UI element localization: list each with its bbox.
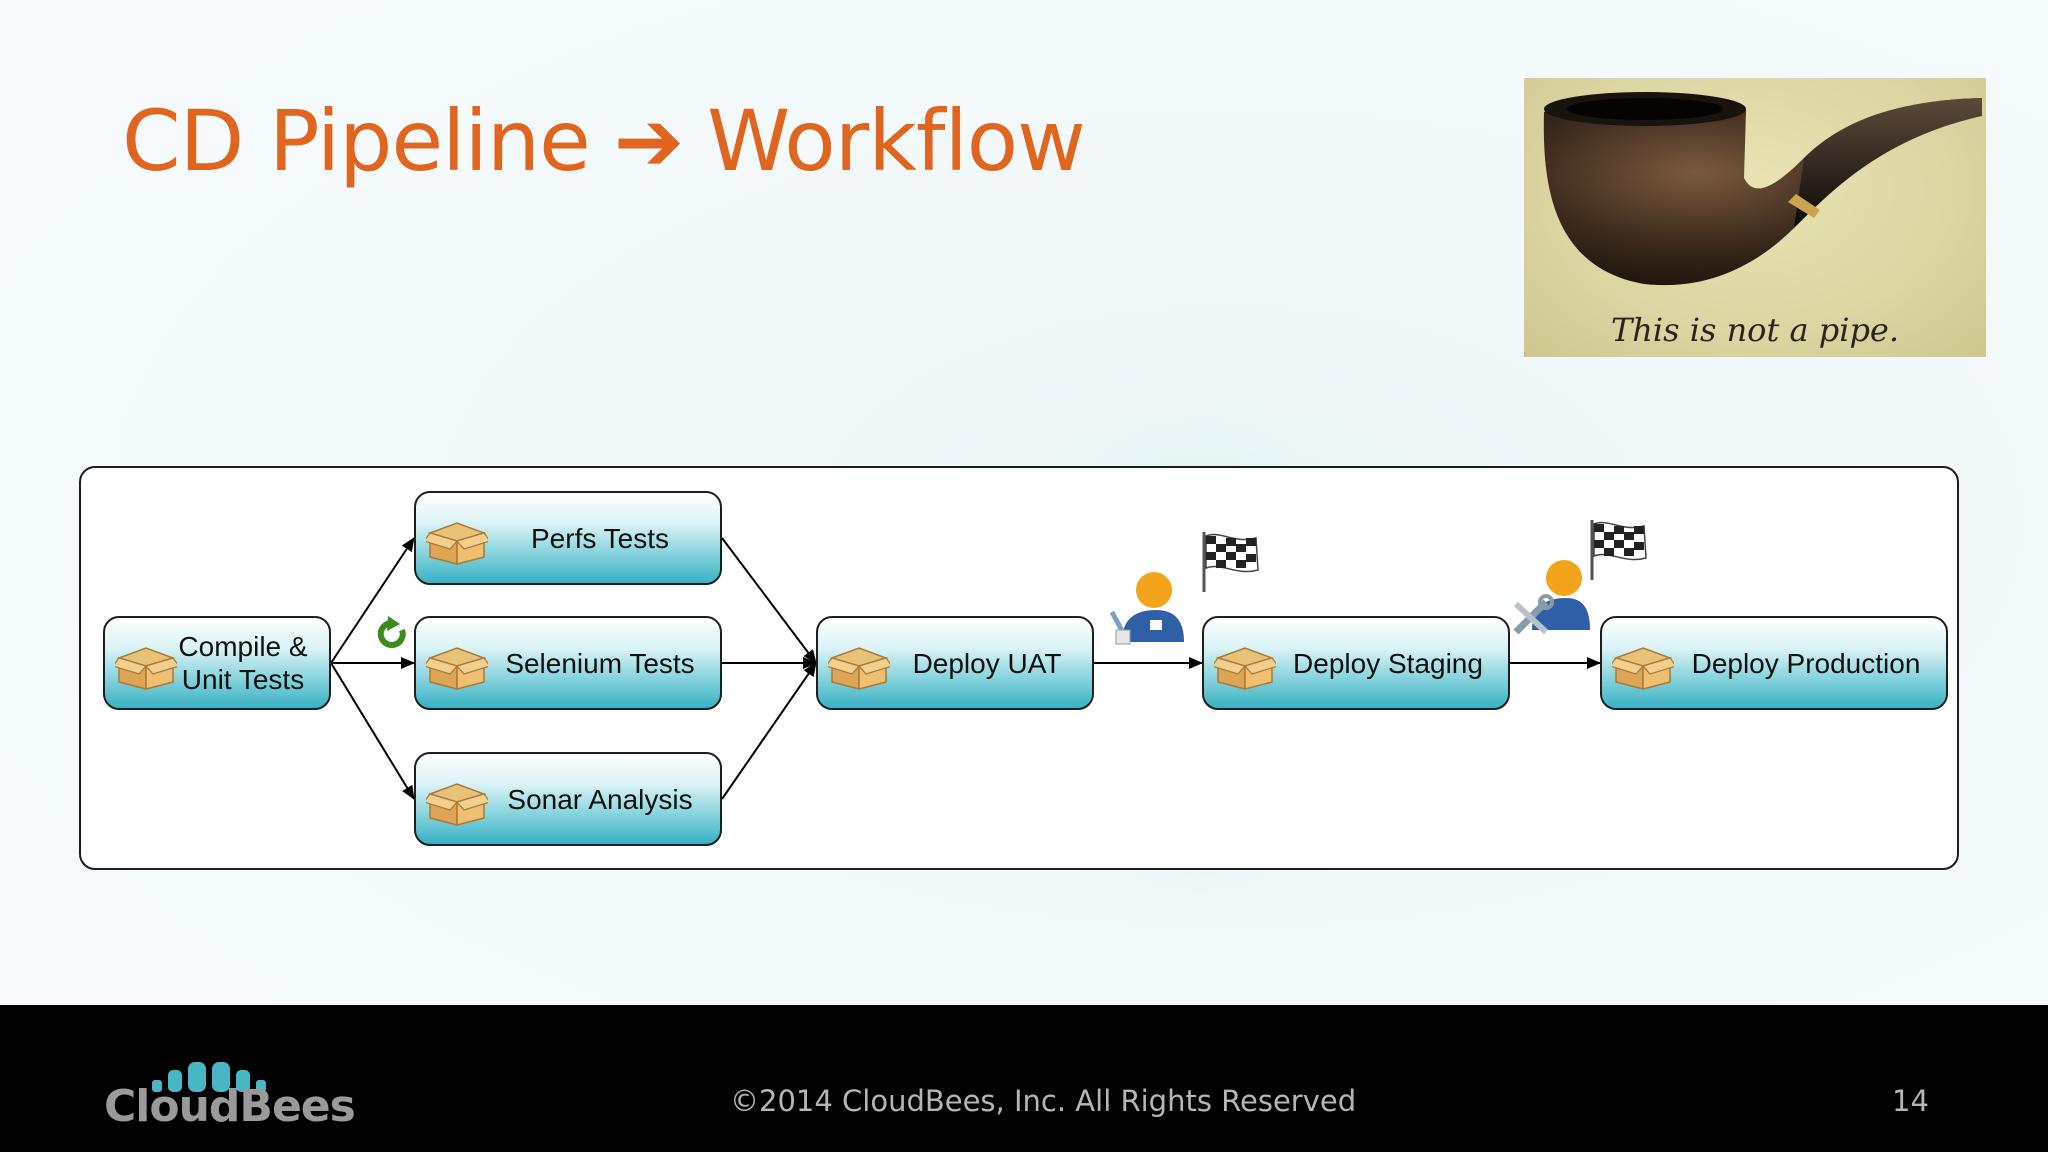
checkered-flag-icon <box>1202 532 1259 592</box>
pipeline-node-label: Deploy Staging <box>1293 647 1483 679</box>
edge-sonar-to-uat <box>721 662 817 800</box>
edge-compile-to-perfs <box>330 537 415 664</box>
title-arrow-icon: ➔ <box>613 92 684 190</box>
pipeline-node-label: Perfs Tests <box>531 522 669 554</box>
title-left: CD Pipeline <box>122 92 591 190</box>
slide-title: CD Pipeline➔Workflow <box>122 92 1086 190</box>
pipeline-node-staging[interactable]: Deploy Staging <box>1202 616 1510 710</box>
package-box-icon <box>825 644 893 690</box>
footer-bar <box>0 1005 2048 1152</box>
pipeline-node-label: Compile & Unit Tests <box>178 631 308 695</box>
pipeline-node-label: Deploy UAT <box>912 647 1062 679</box>
pipeline-node-sonar[interactable]: Sonar Analysis <box>414 752 722 846</box>
package-box-icon <box>1211 644 1279 690</box>
pipeline-node-label: Sonar Analysis <box>507 783 693 815</box>
approver-icon <box>1109 572 1184 645</box>
copyright-text: ©2014 CloudBees, Inc. All Rights Reserve… <box>730 1084 1357 1118</box>
pipeline-node-production[interactable]: Deploy Production <box>1600 616 1948 710</box>
pipeline-node-perfs[interactable]: Perfs Tests <box>414 491 722 585</box>
cloudbees-logo-icon <box>152 1062 266 1092</box>
page-number: 14 <box>1892 1084 1929 1118</box>
pipeline-node-label: Deploy Production <box>1691 647 1921 679</box>
pipeline-node-label: Selenium Tests <box>505 647 695 679</box>
package-box-icon <box>423 519 491 565</box>
pipe-caption: This is not a pipe. <box>1610 311 1900 349</box>
pipeline-node-uat[interactable]: Deploy UAT <box>816 616 1094 710</box>
pipe-illustration <box>1543 92 1982 286</box>
package-box-icon <box>423 780 491 826</box>
pipeline-node-selenium[interactable]: Selenium Tests <box>414 616 722 710</box>
edge-perfs-to-uat <box>721 537 817 664</box>
package-box-icon <box>1609 644 1677 690</box>
pipeline-node-compile[interactable]: Compile & Unit Tests <box>103 616 331 710</box>
package-box-icon <box>112 644 180 690</box>
checkered-flag-icon <box>1590 520 1647 580</box>
edge-compile-to-sonar <box>330 662 415 800</box>
package-box-icon <box>423 644 491 690</box>
brand-name: CloudBees <box>104 1081 356 1132</box>
title-right: Workflow <box>707 92 1086 190</box>
admin-tools-icon <box>1513 560 1590 634</box>
pipe-painting-image: This is not a pipe. <box>1524 78 1986 357</box>
retry-icon <box>377 616 406 648</box>
